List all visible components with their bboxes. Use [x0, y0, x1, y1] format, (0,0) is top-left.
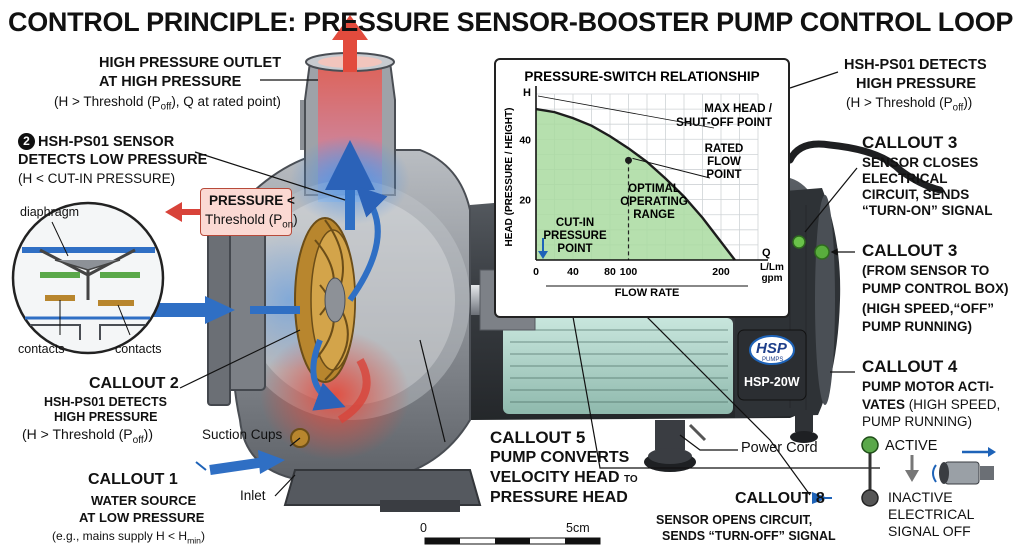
rated-flow-annotation: RATED [705, 143, 744, 155]
callout5-title: CALLOUT 5 [490, 428, 586, 447]
contacts-left-label: contacts [18, 342, 65, 356]
rated-leader [632, 157, 711, 179]
callout8-line2: SENDS “TURN-OFF” SIGNAL [662, 529, 836, 543]
callout8-line1: SENSOR OPENS CIRCUIT, [656, 513, 813, 527]
active-label: ACTIVE [885, 438, 938, 454]
x-tick-label: 200 [712, 266, 730, 278]
scale-five: 5cm [566, 521, 590, 535]
inactive-line3: SIGNAL OFF [888, 523, 971, 539]
power-cord [786, 140, 944, 194]
max-head-annotation: MAX HEAD / [704, 103, 773, 115]
inlet-label: Inlet [240, 488, 266, 503]
callout3a-title: CALLOUT 3 [862, 133, 958, 152]
y-axis-label: HEAD (PRESSURE / HEIGHT) [504, 108, 515, 247]
callout5-line1: PUMP CONVERTS [490, 449, 630, 466]
y-axis-letter: H [523, 87, 531, 99]
suction-cups-label: Suction Cups [202, 427, 283, 442]
callout3a-line1: SENSOR CLOSES [862, 155, 979, 170]
contacts-right-label: contacts [115, 342, 162, 356]
optimal-range-annotation: RANGE [633, 209, 675, 221]
callout2-line2: HIGH PRESSURE [54, 410, 158, 424]
operating-area [536, 109, 735, 260]
page-title: CONTROL PRINCIPLE: PRESSURE SENSOR-BOOST… [8, 7, 1014, 37]
x-axis-letter: Q [762, 247, 771, 259]
callout3b-line1: (FROM SENSOR TO [862, 263, 990, 278]
callout2-line1: HSH-PS01 DETECTS [44, 395, 167, 409]
scale-bar [424, 537, 601, 545]
x-unit-line2: gpm [761, 273, 782, 284]
x-axis-label: FLOW RATE [615, 287, 680, 299]
x-tick-label: 100 [620, 266, 638, 278]
optimal-range-annotation: OPERATING [620, 196, 688, 208]
power-cord-label: Power Cord [741, 440, 818, 456]
pressure-switch-chart: PRESSURE-SWITCH RELATIONSHIP H Q HEAD (PRES… [494, 58, 790, 318]
outlet-line2: AT HIGH PRESSURE [99, 74, 242, 90]
rated-flow-annotation: FLOW [707, 156, 741, 168]
x-tick-label: 40 [567, 266, 579, 278]
rated-flow-point [625, 156, 632, 164]
inactive-line1: INACTIVE [888, 489, 953, 505]
outlet-line1: HIGH PRESSURE OUTLET [99, 55, 282, 71]
callout1-line1: WATER SOURCE [91, 493, 197, 508]
brand-logo: HSP [756, 340, 787, 357]
x-tick-label: 0 [533, 266, 539, 278]
diaphragm-label: diaphragm [20, 205, 80, 219]
max-head-leader [537, 95, 715, 129]
callout5-line2: VELOCITY HEAD TO [490, 469, 638, 486]
callout3a-line3: CIRCUIT, SENDS [862, 187, 970, 202]
model-label: HSP-20W [744, 375, 800, 389]
callout4-title: CALLOUT 4 [862, 357, 958, 376]
x-tick-label: 80 [604, 266, 616, 278]
x-unit-line1: L/Lm [760, 262, 784, 273]
sensor-high-line3: (H > Threshold (Poff)) [846, 95, 973, 114]
state-switch [861, 436, 996, 507]
cut-in-annotation: POINT [557, 243, 592, 255]
rated-flow-annotation: POINT [706, 169, 741, 181]
callout3b-line2: PUMP CONTROL BOX) [862, 281, 1009, 296]
cut-in-arrow-head [538, 251, 548, 259]
head-curve [535, 107, 736, 261]
pressure-box-line1: PRESSURE < [209, 193, 295, 208]
sensor-high-line1: HSH-PS01 DETECTS [844, 57, 987, 73]
callout3b-line3: (HIGH SPEED,“OFF” [862, 301, 995, 316]
scale-zero: 0 [420, 521, 427, 535]
sensor-high-line2: HIGH PRESSURE [856, 76, 977, 92]
max-head-annotation: SHUT-OFF POINT [676, 117, 772, 129]
callout4-line3: PUMP RUNNING) [862, 414, 973, 429]
callout1-line2: AT LOW PRESSURE [79, 510, 205, 525]
chart-title: PRESSURE-SWITCH RELATIONSHIP [524, 69, 759, 84]
callout4-line2: VATES (HIGH SPEED, [862, 397, 1001, 412]
callout1-line3: (e.g., mains supply H < Hmin) [52, 529, 205, 546]
brand-plate [737, 329, 807, 401]
callout3a-line4: “TURN-ON” SIGNAL [862, 203, 993, 218]
chart-svg: PRESSURE-SWITCH RELATIONSHIP H Q HEAD (PRES… [504, 69, 784, 299]
step-badge: 2 [18, 133, 35, 150]
cut-in-annotation: CUT-IN [556, 217, 594, 229]
optimal-range-annotation: OPTIMAL [628, 183, 680, 195]
sensor-low-line3: (H < CUT-IN PRESSURE) [18, 171, 176, 186]
callout3b-line4: PUMP RUNNING) [862, 319, 973, 334]
callout1-title: CALLOUT 1 [88, 471, 178, 488]
cut-in-annotation: PRESSURE [543, 230, 607, 242]
callout2-line3: (H > Threshold (Poff)) [22, 426, 153, 446]
inactive-line2: ELECTRICAL [888, 506, 975, 522]
callout8-title: CALLOUT 8 [735, 490, 825, 507]
outlet-line3: (H > Threshold (Poff), Q at rated point) [54, 94, 281, 113]
pressure-threshold-box: PRESSURE < Threshold (Pon) [200, 188, 298, 236]
callout4-line1: PUMP MOTOR ACTI- [862, 379, 994, 394]
pressure-box-line2: Threshold (Pon) [205, 212, 298, 231]
callout2-title: CALLOUT 2 [89, 375, 179, 392]
y-tick-label: 40 [519, 134, 531, 146]
sensor-low-line2: DETECTS LOW PRESSURE [18, 152, 208, 168]
callout3a-line2: ELECTRICAL [862, 171, 948, 186]
impeller [294, 217, 356, 383]
brand-logo-small: PUMPS [762, 357, 784, 363]
callout3b-title: CALLOUT 3 [862, 241, 958, 260]
diaphragm-magnifier [11, 201, 165, 355]
y-tick-label: 20 [519, 195, 531, 207]
callout5-line3: PRESSURE HEAD [490, 489, 628, 506]
